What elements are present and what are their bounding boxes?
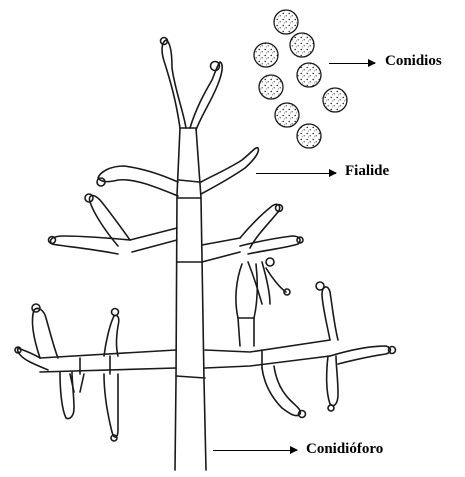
top-metulae <box>161 38 223 131</box>
label-conidiophore: Conidióforo <box>306 442 383 457</box>
phialide-cluster-right <box>236 258 290 346</box>
conidia-arrow <box>329 63 375 64</box>
main-stipe <box>175 128 206 470</box>
conidiophore-arrow <box>213 450 297 451</box>
label-conidia: Conidios <box>385 54 442 69</box>
right-branch-upper <box>202 204 303 262</box>
conidia-cluster <box>254 10 347 148</box>
phialide-arrow <box>256 173 336 174</box>
left-branch-upper <box>49 194 178 254</box>
label-phialide: Fialide <box>345 164 389 179</box>
